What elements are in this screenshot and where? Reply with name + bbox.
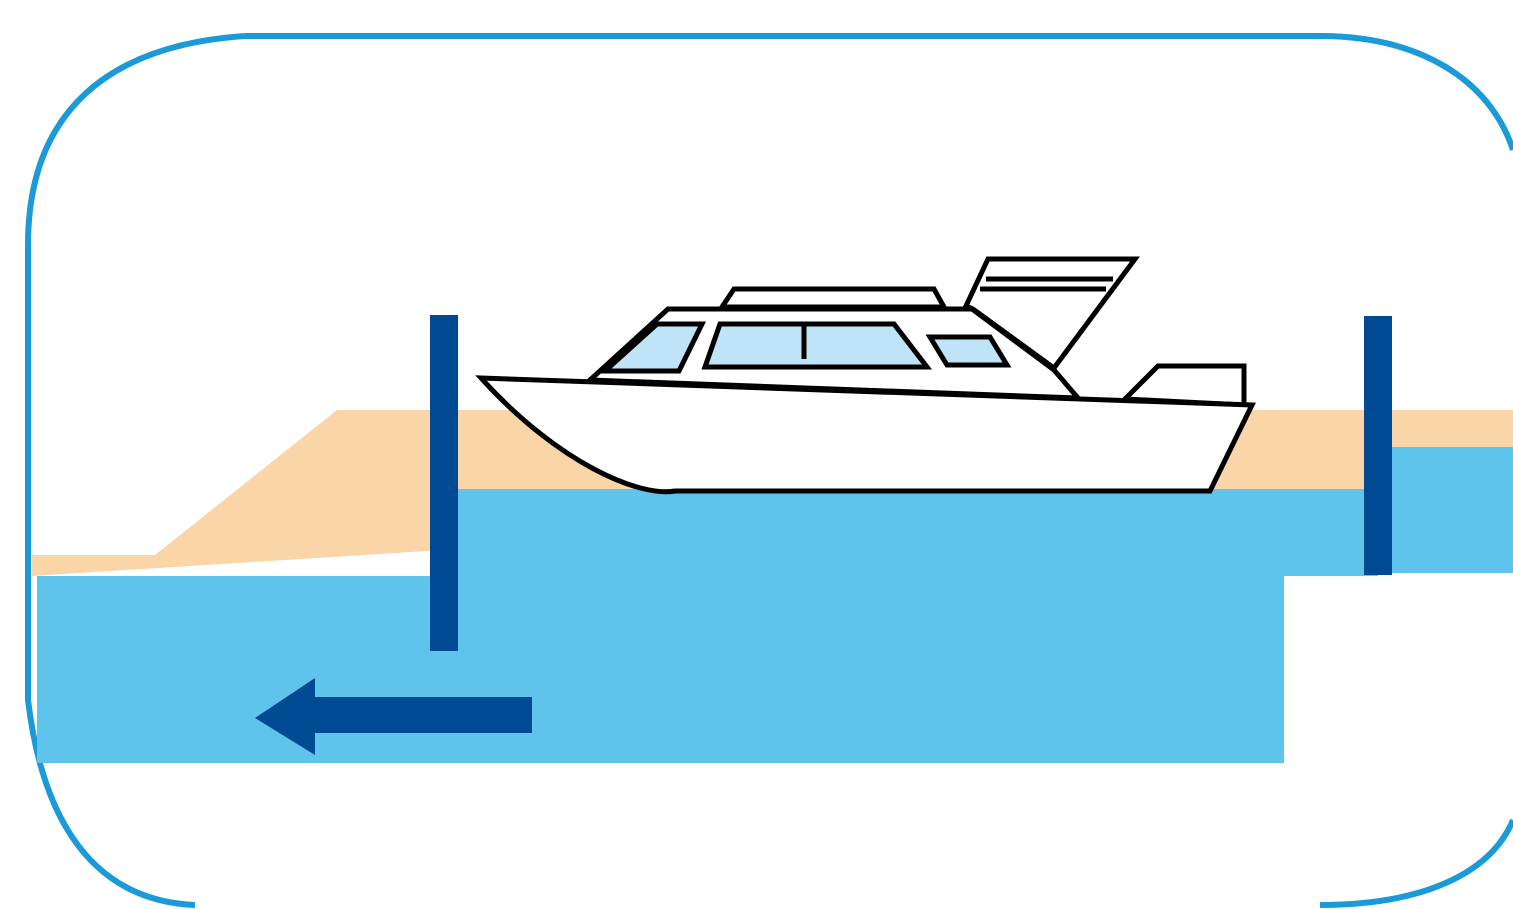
motor-yacht-icon (475, 256, 1256, 495)
lock-chamber-water (444, 489, 1378, 576)
cabin-roof (717, 286, 949, 310)
upper-gate (1364, 316, 1392, 575)
window-front (598, 321, 707, 374)
window-rear (925, 334, 1012, 368)
flow-arrow-icon (255, 678, 532, 755)
upstream-water (1378, 447, 1513, 573)
lower-gate (430, 315, 458, 651)
frame-border (25, 33, 1513, 908)
window-main (701, 321, 933, 370)
hull (475, 375, 1256, 495)
downstream-water (37, 576, 1284, 763)
